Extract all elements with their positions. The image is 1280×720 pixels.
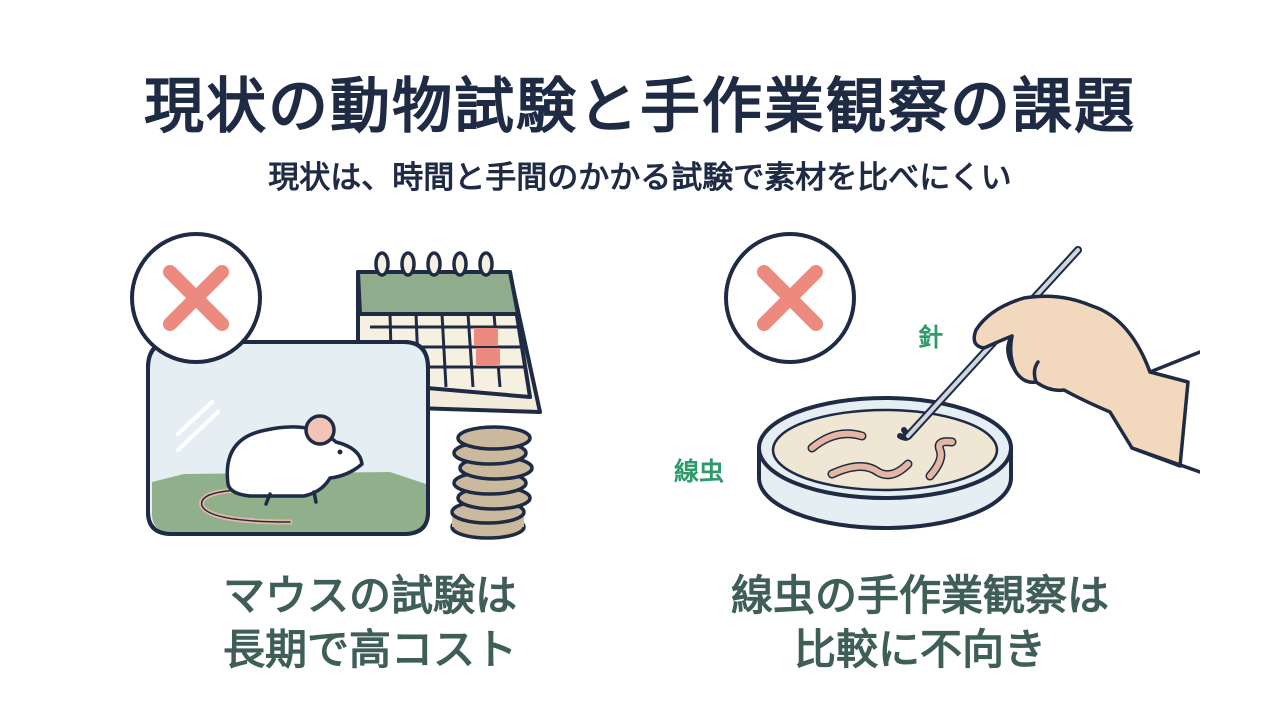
- cross-icon: [130, 232, 262, 364]
- page-subtitle: 現状は、時間と手間のかかる試験で素材を比べにくい: [268, 160, 1012, 196]
- page-title: 現状の動物試験と手作業観察の課題: [144, 72, 1136, 142]
- caption-line-1: 線虫の手作業観察は: [730, 571, 1109, 620]
- coin-stack-icon: [450, 425, 534, 540]
- nematode-worms: [807, 427, 957, 481]
- nematode-label: 線虫: [674, 457, 725, 486]
- mouse-test-panel: マウスの試験は 長期で高コスト: [90, 222, 650, 692]
- caption-line-2: 比較に不向き: [793, 624, 1046, 674]
- mouse-icon: [199, 414, 364, 525]
- mouse-test-illustration: [130, 232, 542, 540]
- mouse-test-caption: マウスの試験は 長期で高コスト: [90, 569, 650, 677]
- caption-line-1: マウスの試験は: [222, 571, 517, 620]
- nematode-observation-caption: 線虫の手作業観察は 比較に不向き: [640, 569, 1200, 677]
- petri-dish: [757, 396, 1013, 530]
- hand-icon: [972, 294, 1200, 474]
- cross-icon: [724, 232, 856, 364]
- nematode-observation-illustration: [724, 232, 1200, 530]
- caption-line-2: 長期で高コスト: [222, 624, 517, 674]
- needle-label: 針: [918, 323, 944, 352]
- nematode-observation-panel: 針 線虫 線虫の手作業観察は 比較に不向き: [640, 222, 1200, 692]
